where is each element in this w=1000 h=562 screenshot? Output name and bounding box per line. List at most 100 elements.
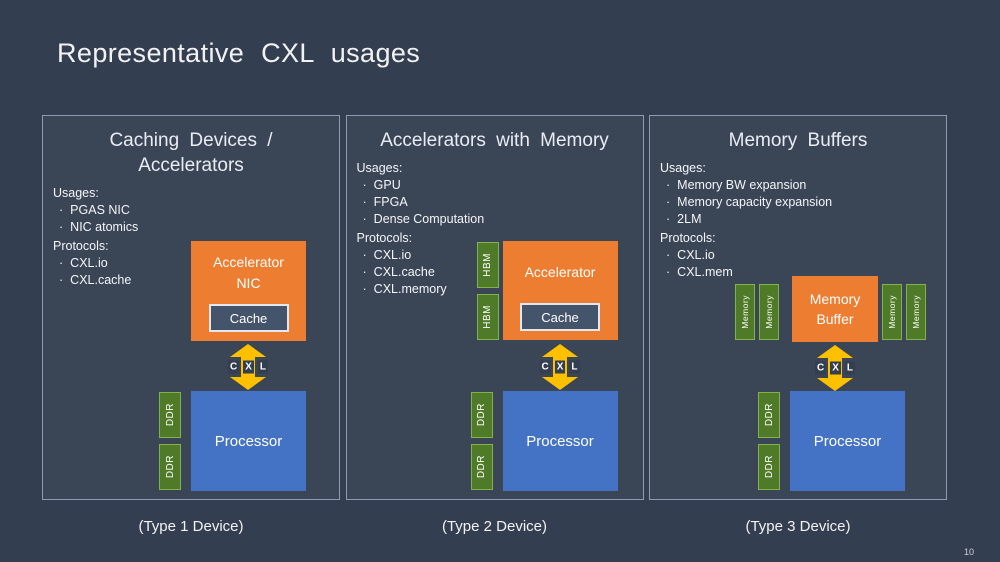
cxl-letter: L [257,360,269,374]
device-label: Memory Buffer [792,276,878,342]
usage-item: GPU [357,177,633,194]
diagram-type2: HBM HBM Accelerator Cache [347,116,643,499]
protocol-item: CXL.cache [53,272,329,289]
cxl-letter: C [227,360,240,374]
cxl-letter: X [830,361,841,375]
caption-type1-device: (Type 1 Device) [138,518,244,535]
panel-title: Accelerators with Memory [357,128,633,153]
protocols-list: CXL.io CXL.cache CXL.memory [357,247,633,298]
panel-memory-buffers: Memory Buffers Usages: Memory BW expansi… [649,115,947,500]
accelerator-nic-box: Accelerator NIC Cache [191,241,306,341]
hbm-chip: HBM [476,242,499,288]
protocol-item: CXL.io [357,247,633,264]
cxl-link: C X L [227,344,269,390]
panel-text: Usages: GPU FPGA Dense Computation Proto… [357,160,633,298]
panel-caching-devices: Caching Devices / Accelerators Usages: P… [42,115,340,500]
device-label: Accelerator [503,241,618,303]
panel-title: Caching Devices / Accelerators [53,128,329,178]
device-label-line: Buffer [816,311,854,327]
page-number: 10 [963,547,974,557]
ddr-chip: DDR [159,444,181,490]
protocols-heading: Protocols: [660,231,716,246]
cxl-letter: L [569,360,580,374]
panel-title-line: Accelerators with Memory [380,130,609,151]
panels-row: Caching Devices / Accelerators Usages: P… [42,115,947,500]
panel-accelerators-with-memory: Accelerators with Memory Usages: GPU FPG… [345,115,644,500]
caption-type2-device: (Type 2 Device) [441,518,548,535]
usage-item: Dense Computation [357,211,633,228]
chip-label: Memory [740,295,750,329]
hbm-chip: HBM [476,294,499,340]
diagram-type3: Memory Memory Memory Buffer Memory Memor… [650,116,946,499]
usages-heading: Usages: [53,186,99,201]
chip-label: Memory [911,295,921,329]
cxl-letter: X [554,360,566,374]
cxl-letter: X [243,360,254,374]
chip-label: DDR [476,403,487,427]
usage-item: PGAS NIC [53,202,329,219]
chip-label: HBM [482,253,493,277]
protocol-item: CXL.cache [357,264,633,281]
protocols-list: CXL.io CXL.mem [660,247,936,281]
chip-label: HBM [482,305,493,329]
protocols-list: CXL.io CXL.cache [53,255,329,289]
cache-box: Cache [208,304,289,332]
protocol-item: CXL.memory [357,281,633,298]
device-label-line: Accelerator [213,254,284,271]
usages-heading: Usages: [660,161,706,176]
usage-item: 2LM [660,211,936,228]
cxl-letter: C [814,361,827,375]
panel-title-line: Accelerators [138,155,244,177]
chip-label: Memory [764,295,774,329]
usage-item: NIC atomics [53,219,329,236]
device-label-line: Accelerator [524,263,596,280]
chip-label: DDR [763,403,775,427]
cxl-letter: C [539,360,551,374]
memory-buffer-box: Memory Buffer [792,276,878,342]
usage-item: Memory BW expansion [660,177,936,194]
memory-chip: Memory [906,284,926,340]
ddr-chip: DDR [159,392,181,438]
device-label: Accelerator NIC [191,241,306,304]
processor-box: Processor [191,391,306,491]
protocol-item: CXL.io [660,247,936,264]
ddr-chip: DDR [758,444,780,490]
device-label-line: NIC [236,274,261,291]
memory-chip: Memory [735,284,755,340]
chip-label: DDR [164,455,176,479]
ddr-chip: DDR [758,392,780,438]
usages-list: PGAS NIC NIC atomics [53,202,329,236]
protocol-item: CXL.io [53,255,329,272]
usage-item: FPGA [357,194,633,211]
panel-text: Usages: PGAS NIC NIC atomics Protocols: … [53,185,329,289]
accelerator-box: Accelerator Cache [502,241,618,340]
cxl-label: C X L [539,360,580,374]
usage-item: Memory capacity expansion [660,194,936,211]
panel-title: Memory Buffers [660,128,936,153]
panel-title-line: Memory Buffers [728,130,868,151]
processor-box: Processor [790,391,905,491]
slide-title: Representative CXL usages [57,38,421,68]
protocols-heading: Protocols: [356,231,413,246]
captions-row: (Type 1 Device) (Type 2 Device) (Type 3 … [42,518,947,535]
chip-label: Memory [887,295,897,329]
cxl-link: C X L [814,345,856,391]
cxl-link: C X L [539,344,580,390]
chip-label: DDR [476,455,487,479]
protocols-heading: Protocols: [53,239,109,254]
chip-label: DDR [763,455,775,479]
memory-chip: Memory [882,284,902,340]
cache-box: Cache [520,303,600,331]
processor-box: Processor [502,391,618,491]
caption-type3-device: (Type 3 Device) [745,518,851,535]
cxl-label: C X L [814,361,856,375]
device-label-line: Memory [809,290,861,307]
cxl-letter: L [844,361,856,375]
ddr-chip: DDR [470,392,493,438]
diagram-type1: Accelerator NIC Cache C X L [43,116,339,499]
usages-heading: Usages: [356,161,403,176]
chip-label: DDR [164,403,176,427]
memory-chip: Memory [759,284,779,340]
cxl-label: C X L [227,360,269,374]
